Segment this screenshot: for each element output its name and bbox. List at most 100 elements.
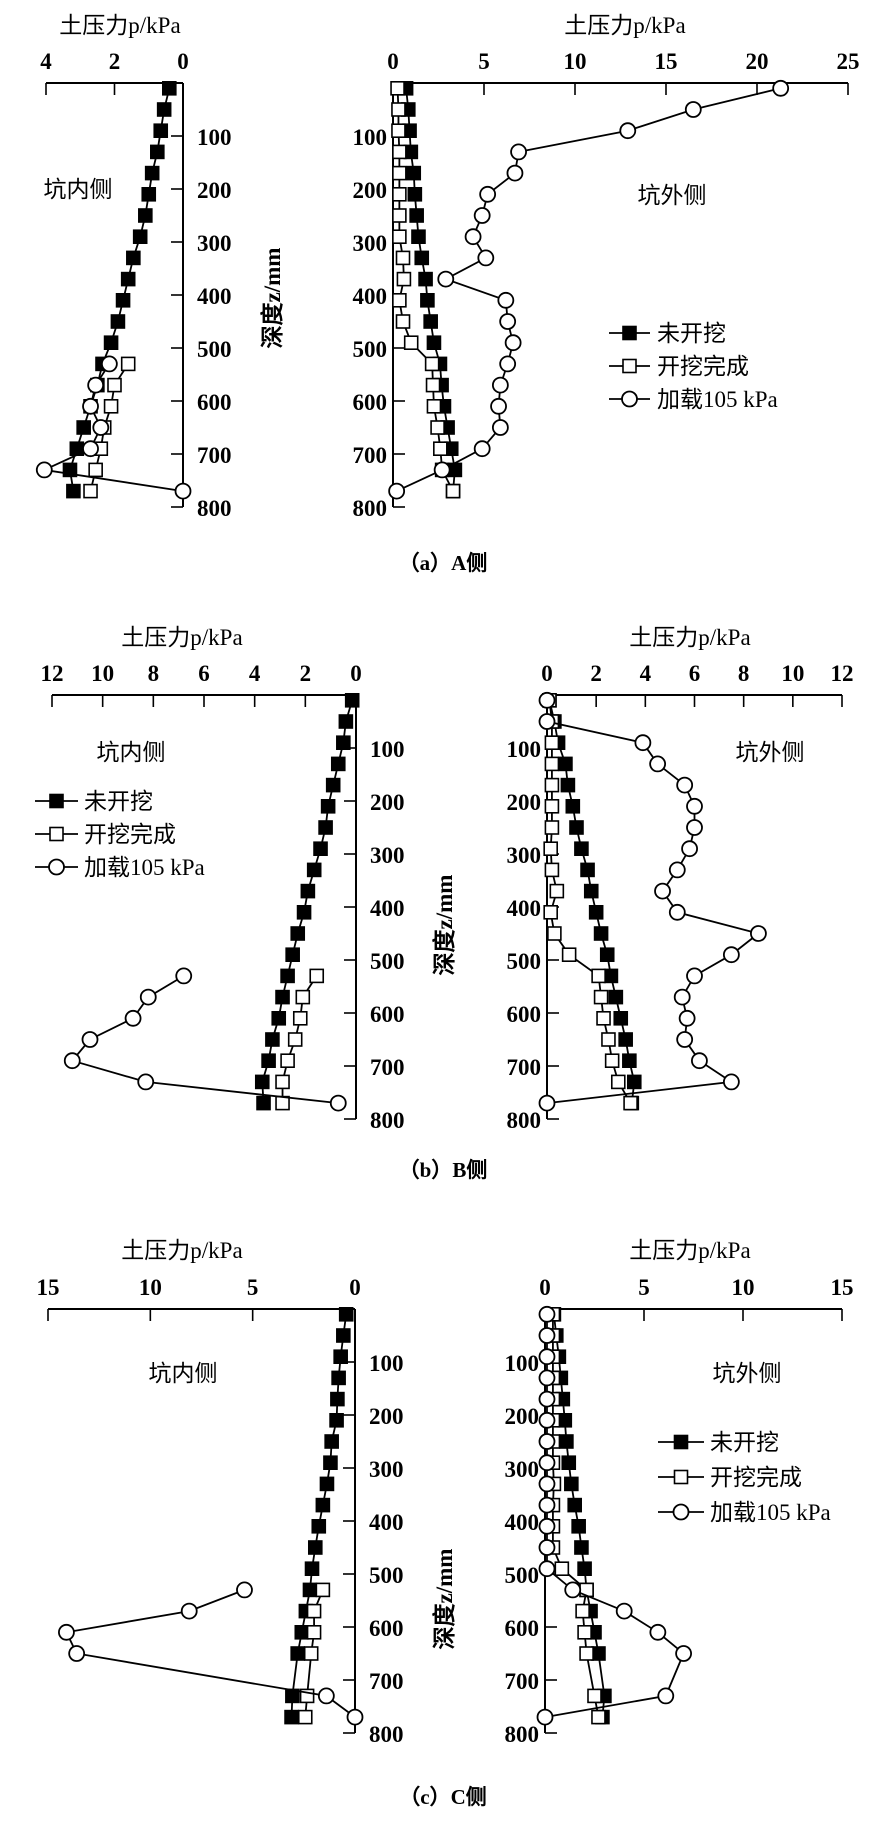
y-tick-label: 800 (370, 1108, 405, 1133)
series-open-square (542, 692, 638, 1111)
filled-square-marker (300, 883, 316, 899)
series-open-circle (538, 691, 767, 1112)
y-tick-label: 300 (507, 843, 542, 868)
filled-square-marker (420, 292, 435, 308)
legend-label: 未开挖 (84, 789, 153, 814)
open-circle-marker (634, 734, 652, 752)
y-tick-label: 500 (507, 949, 542, 974)
filled-square-marker (336, 1328, 351, 1343)
open-square-marker (390, 81, 405, 96)
open-square-marker (392, 292, 407, 308)
x-tick-label: 10 (732, 1275, 755, 1300)
open-square-marker (561, 947, 577, 963)
y-tick-label: 400 (507, 896, 542, 921)
open-circle-marker (388, 482, 406, 500)
x-tick-label: 20 (746, 49, 769, 74)
x-axis-title: 土压力p/kPa (121, 625, 242, 650)
open-circle-marker (538, 1454, 556, 1472)
y-tick-label: 600 (197, 390, 232, 415)
y-tick-label: 700 (353, 443, 388, 468)
open-circle-marker (329, 1094, 347, 1112)
open-square-marker (433, 441, 448, 457)
y-tick-label: 500 (353, 337, 388, 362)
open-square-marker (395, 314, 411, 329)
open-square-marker (306, 1603, 322, 1619)
open-square-marker (392, 187, 407, 202)
filled-square-marker (290, 926, 306, 941)
filled-square-marker (409, 208, 424, 223)
x-tick-label: 0 (177, 49, 189, 74)
open-circle-marker (490, 397, 507, 415)
filled-square-marker (265, 1032, 280, 1047)
filled-square-marker (613, 1010, 629, 1026)
y-tick-label: 300 (370, 843, 405, 868)
side-label: 坑外侧 (736, 740, 805, 765)
filled-square-marker (571, 1519, 586, 1534)
open-circle-marker (538, 1433, 556, 1450)
x-tick-label: 5 (638, 1275, 650, 1300)
y-tick-label: 400 (353, 284, 388, 309)
open-circle-marker (668, 903, 686, 921)
x-tick-label: 15 (655, 49, 678, 74)
open-circle-marker (48, 858, 65, 876)
legend-label: 加载105 kPa (710, 1500, 831, 1525)
filled-square-marker (49, 793, 64, 809)
y-tick-label: 700 (197, 443, 232, 468)
y-tick-label: 700 (370, 1055, 405, 1080)
filled-square-marker (622, 325, 637, 341)
series-open-circle (35, 355, 192, 500)
filled-square-marker (302, 1582, 318, 1598)
open-circle-marker (672, 1503, 690, 1521)
y-tick-label: 100 (369, 1351, 404, 1376)
filled-square-marker (120, 271, 136, 287)
y-tick-label: 300 (369, 1457, 404, 1482)
x-tick-label: 5 (478, 49, 490, 74)
open-square-marker (549, 883, 565, 899)
filled-square-marker (414, 250, 430, 266)
open-square-marker (88, 462, 103, 478)
filled-square-marker (559, 1434, 574, 1449)
open-square-marker (554, 1561, 570, 1576)
open-circle-marker (538, 1517, 556, 1535)
open-circle-marker (100, 355, 118, 373)
series-filled-square (398, 81, 463, 499)
open-square-marker (579, 1646, 594, 1661)
y-tick-label: 800 (369, 1722, 404, 1747)
filled-square-marker (622, 1053, 637, 1068)
filled-square-marker (330, 1391, 345, 1407)
y-tick-label: 100 (353, 125, 388, 150)
open-square-marker (395, 250, 411, 266)
open-circle-marker (81, 1031, 99, 1048)
open-circle-marker (236, 1581, 253, 1599)
open-circle-marker (538, 1094, 556, 1112)
open-circle-marker (464, 228, 482, 246)
open-circle-marker (538, 691, 556, 709)
filled-square-marker (110, 314, 126, 329)
x-tick-label: 12 (831, 661, 854, 686)
open-circle-marker (491, 376, 509, 394)
open-square-marker (49, 826, 64, 842)
y-tick-label: 600 (353, 390, 388, 415)
open-square-marker (287, 1032, 303, 1047)
open-circle-marker (686, 819, 703, 836)
open-square-marker (623, 1095, 638, 1111)
open-circle-marker (538, 1390, 556, 1408)
open-circle-marker (538, 1369, 556, 1387)
open-circle-marker (63, 1052, 81, 1070)
open-circle-marker (675, 1645, 692, 1662)
open-circle-marker (654, 882, 671, 900)
filled-square-marker (557, 1413, 573, 1428)
x-tick-label: 2 (109, 49, 121, 74)
x-tick-label: 0 (349, 1275, 361, 1300)
y-tick-label: 100 (370, 737, 405, 762)
x-tick-label: 4 (249, 661, 261, 686)
series-filled-square (284, 1307, 354, 1725)
filled-square-marker (577, 1561, 592, 1576)
open-square-marker (547, 926, 562, 941)
y-tick-label: 300 (197, 231, 232, 256)
y-tick-label: 400 (505, 1510, 540, 1535)
x-tick-label: 6 (198, 661, 210, 686)
